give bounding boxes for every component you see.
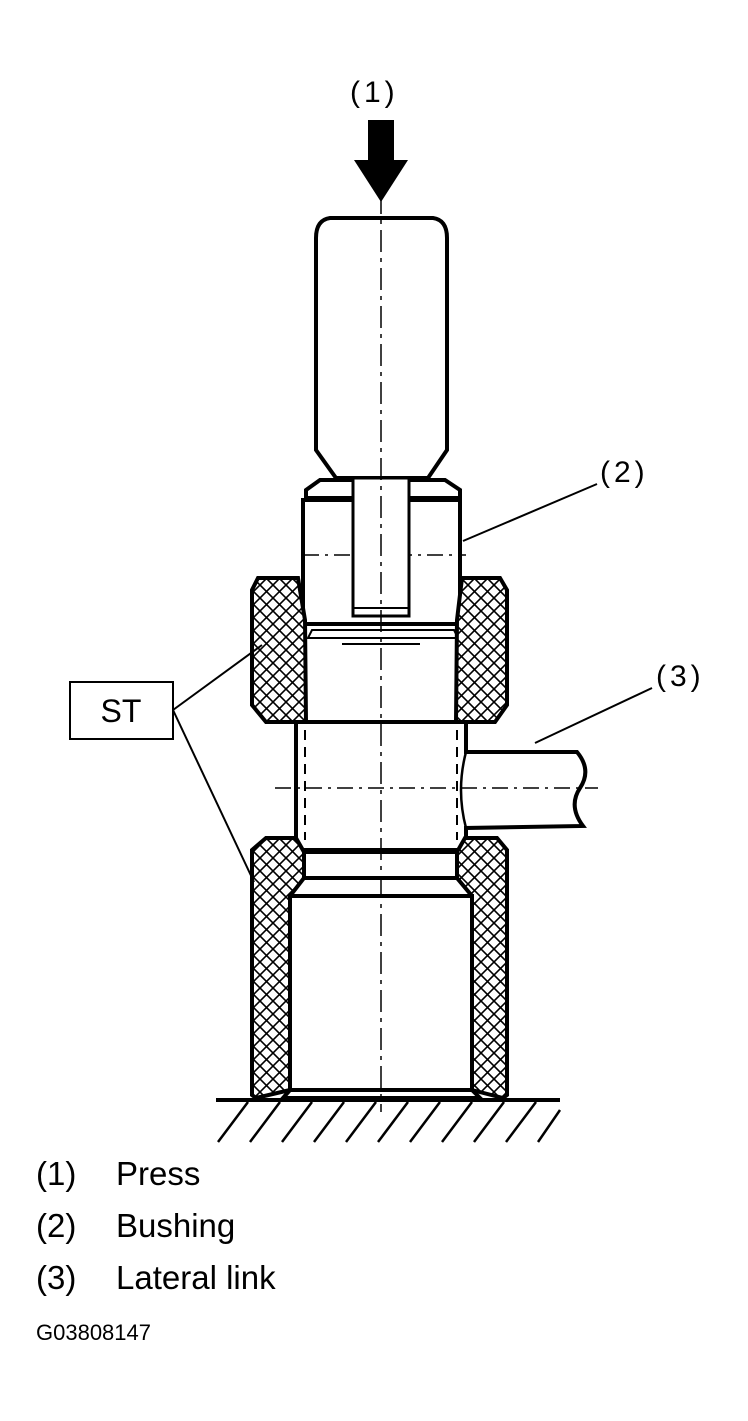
special-tool-lower	[250, 836, 509, 1101]
ground-base	[216, 1098, 562, 1143]
press-ram	[304, 216, 462, 500]
legend-number: (3)	[36, 1259, 77, 1296]
bushing	[301, 476, 466, 645]
special-tool-label-box	[69, 681, 174, 740]
legend-text: Bushing	[116, 1207, 236, 1244]
figure-id: G03808147	[36, 1320, 151, 1345]
legend-number: (2)	[36, 1207, 77, 1244]
callout-lateral-link: (3)	[656, 660, 705, 693]
special-tool-upper	[250, 576, 509, 724]
lateral-link	[275, 720, 598, 852]
legend-item-press: (1) Press	[36, 1154, 200, 1194]
leader-bushing	[462, 483, 598, 542]
leader-lateral-link	[534, 687, 653, 744]
legend-text: Press	[116, 1155, 201, 1192]
callout-press: (1)	[350, 76, 399, 109]
legend-number: (1)	[36, 1155, 77, 1192]
legend-text: Lateral link	[116, 1259, 276, 1296]
legend-item-bushing: (2) Bushing	[36, 1206, 235, 1246]
leader-st-upper	[172, 644, 263, 711]
special-tool-label: ST	[101, 693, 142, 729]
leader-st-lower	[172, 709, 255, 883]
legend-item-lateral-link: (3) Lateral link	[36, 1258, 276, 1298]
callout-bushing: (2)	[600, 456, 649, 489]
press-arrow-icon	[354, 120, 408, 202]
